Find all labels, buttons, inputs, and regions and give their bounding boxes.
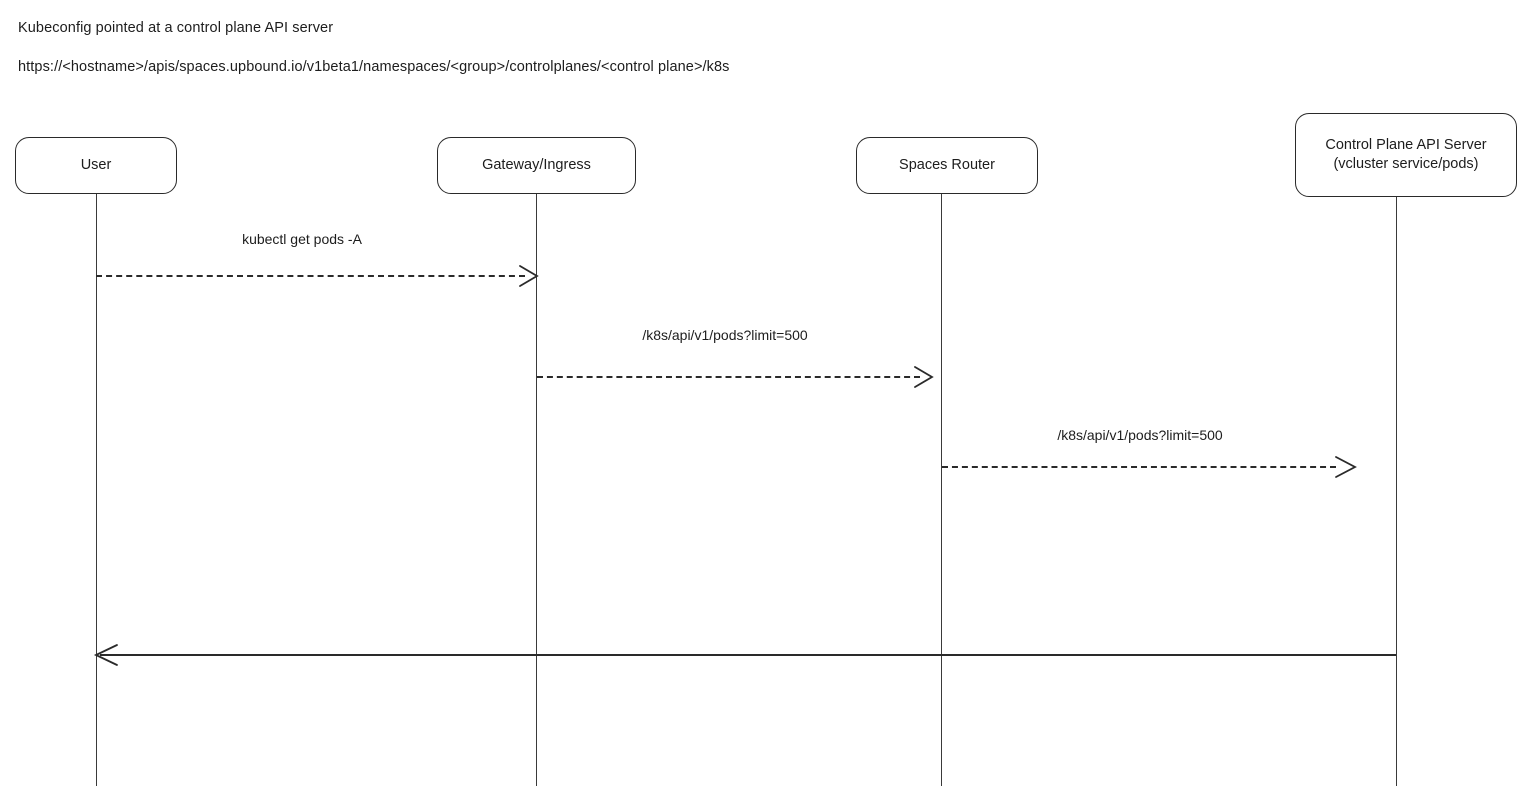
- participant-user[interactable]: User: [15, 137, 177, 194]
- lifeline-user: [95, 194, 97, 786]
- message-label-kubectl-get-pods: kubectl get pods -A: [242, 231, 362, 247]
- message-line-4-return: [100, 654, 1396, 656]
- message-line-1: [96, 275, 525, 277]
- message-line-3: [942, 466, 1336, 468]
- message-line-2: [537, 376, 920, 378]
- participant-control-plane-api-server-label: Control Plane API Server (vcluster servi…: [1325, 137, 1487, 172]
- participant-user-label: User: [80, 157, 112, 173]
- lifeline-spaces-router: [940, 194, 942, 786]
- participant-gateway-ingress[interactable]: Gateway/Ingress: [437, 137, 636, 194]
- participant-gateway-ingress-label: Gateway/Ingress: [482, 157, 591, 173]
- kubeconfig-note: Kubeconfig pointed at a control plane AP…: [18, 20, 334, 36]
- control-plane-url-note: https://<hostname>/apis/spaces.upbound.i…: [18, 59, 730, 75]
- arrowhead-left-4: [93, 644, 118, 666]
- message-label-pods-limit-router: /k8s/api/v1/pods?limit=500: [1057, 427, 1223, 443]
- arrowhead-right-3: [1335, 456, 1357, 478]
- arrowhead-right-1: [519, 265, 539, 287]
- message-label-pods-limit-gateway: /k8s/api/v1/pods?limit=500: [642, 327, 808, 343]
- arrowhead-right-2: [914, 366, 934, 388]
- participant-spaces-router[interactable]: Spaces Router: [856, 137, 1038, 194]
- lifeline-control-plane: [1395, 197, 1397, 786]
- lifeline-gateway: [535, 194, 537, 786]
- participant-spaces-router-label: Spaces Router: [899, 157, 995, 173]
- participant-control-plane-api-server[interactable]: Control Plane API Server (vcluster servi…: [1295, 113, 1517, 197]
